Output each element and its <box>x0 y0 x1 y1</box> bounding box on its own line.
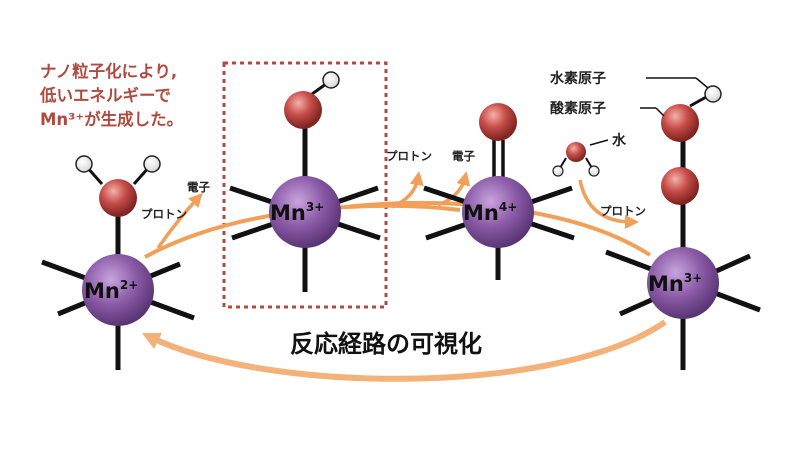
hydrogen-atom <box>322 71 340 89</box>
arrow-proton-2 <box>391 171 424 209</box>
oxygen-atom <box>661 104 699 142</box>
label-oxygen-atom: 酸素原子 <box>550 100 606 117</box>
label-proton-3: プロトン <box>600 204 646 218</box>
label-hydrogen-atom: 水素原子 <box>550 70 606 87</box>
label-proton-1: プロトン <box>141 207 187 221</box>
oxygen-atom <box>479 103 517 141</box>
ion-label-mn4: Mn4+ <box>463 200 517 225</box>
ion-label-mn2: Mn2+ <box>84 278 138 303</box>
arrow-electron-2 <box>437 171 471 207</box>
hydrogen-atom <box>552 165 564 177</box>
hydrogen-atom <box>75 155 93 173</box>
annotation-note: ナノ粒子化により, 低いエネルギーで Mn³⁺が生成した。 <box>40 60 230 132</box>
highlight-box <box>222 61 388 309</box>
mn3-boxed-complex: Mn3+ <box>229 71 381 292</box>
manganese-atom <box>269 176 341 248</box>
label-electron-2: 電子 <box>452 149 475 163</box>
arrow-proton-3 <box>578 179 639 229</box>
manganese-atom <box>82 254 154 326</box>
ion-label-mn3-right: Mn3+ <box>648 271 702 296</box>
note-line-1: ナノ粒子化により, <box>40 62 178 81</box>
oxygen-atom <box>99 179 137 217</box>
mn2-complex: Mn2+ <box>41 155 195 370</box>
hydrogen-atom <box>588 165 600 177</box>
diagram-title: 反応経路の可視化 <box>290 330 482 358</box>
hydrogen-atom <box>143 155 161 173</box>
oxygen-atom <box>284 91 322 129</box>
ion-label-mn3-box: Mn3+ <box>270 200 324 225</box>
oxygen-atom <box>566 142 586 162</box>
return-path-arrow <box>141 319 667 382</box>
manganese-atom <box>647 247 719 319</box>
hydrogen-atom <box>704 85 722 103</box>
manganese-atom <box>462 176 534 248</box>
note-line-3: Mn³⁺が生成した。 <box>40 110 184 129</box>
label-electron-1: 電子 <box>187 180 210 194</box>
label-water: 水 <box>612 132 627 149</box>
mn3-right-complex: Mn3+ <box>605 77 761 370</box>
note-line-2: 低いエネルギーで <box>40 86 172 105</box>
oxygen-atom <box>661 167 699 205</box>
water-molecule <box>552 139 609 177</box>
label-proton-2: プロトン <box>386 149 432 163</box>
mn4-complex: Mn4+ <box>423 103 575 280</box>
arrow-electron-1 <box>156 192 203 250</box>
